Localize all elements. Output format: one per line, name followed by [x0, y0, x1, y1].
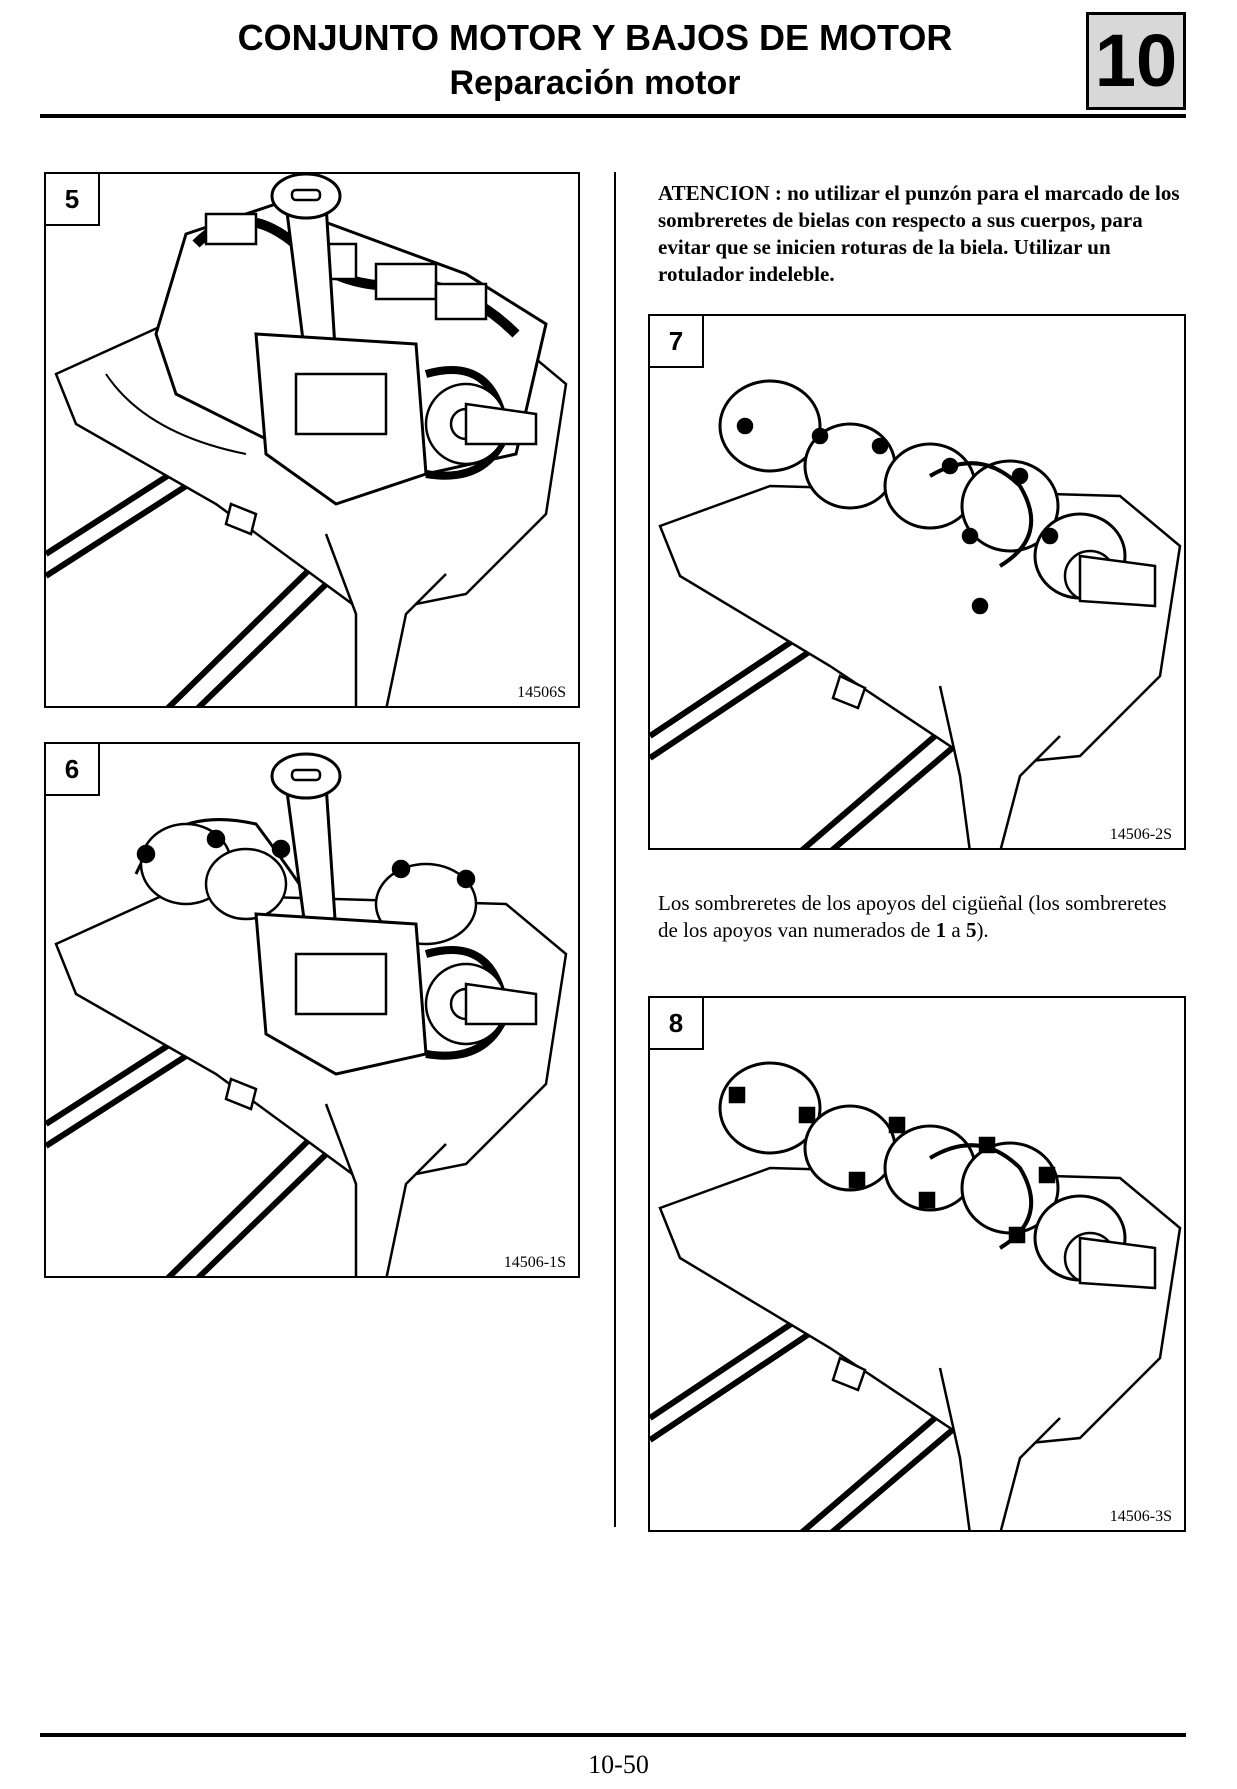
figure-5: 5 14506S: [44, 172, 580, 708]
warning-body: : no utilizar el punzón para el marcado …: [658, 181, 1180, 286]
engine-block-with-oil-pump-illustration: [46, 174, 568, 706]
figure-6: 6 14506-1S: [44, 742, 580, 1278]
warning-label: ATENCION: [658, 181, 770, 205]
column-divider: [614, 172, 616, 1527]
figure-number: 7: [650, 316, 704, 368]
page-number: 10-50: [588, 1750, 649, 1779]
figure-reference: 14506-2S: [1109, 826, 1172, 843]
figure-number: 5: [46, 174, 100, 226]
note-text-after: ).: [976, 918, 989, 942]
footer-rule: [40, 1733, 1186, 1737]
section-number-box: 10: [1086, 12, 1186, 110]
header-rule: [40, 114, 1186, 118]
note-text-middle: a: [946, 918, 966, 942]
figure-number: 8: [650, 998, 704, 1050]
note-bold-2: 5: [965, 918, 977, 942]
figure-reference: 14506-3S: [1109, 1508, 1172, 1525]
page-title: CONJUNTO MOTOR Y BAJOS DE MOTOR: [237, 17, 953, 58]
figure-7: 7 14506-2S: [648, 314, 1186, 850]
engine-block-crankshaft-oil-pump-illustration: [46, 752, 568, 1276]
figure-8: 8 14506-3S: [648, 996, 1186, 1532]
note-text-before: Los sombreretes de los apoyos del cigüeñ…: [658, 891, 1167, 942]
engine-block-crankshaft-bearing-caps-illustration: [650, 1061, 1182, 1530]
page-subtitle: Reparación motor: [449, 64, 741, 102]
warning-text: ATENCION : no utilizar el punzón para el…: [658, 180, 1186, 288]
engine-block-crankshaft-illustration: [650, 379, 1182, 848]
figure-reference: 14506S: [517, 684, 566, 701]
figure-reference: 14506-1S: [503, 1254, 566, 1271]
figure-number: 6: [46, 744, 100, 796]
note-bold-1: 1: [935, 918, 947, 942]
note-text: Los sombreretes de los apoyos del cigüeñ…: [658, 890, 1186, 944]
